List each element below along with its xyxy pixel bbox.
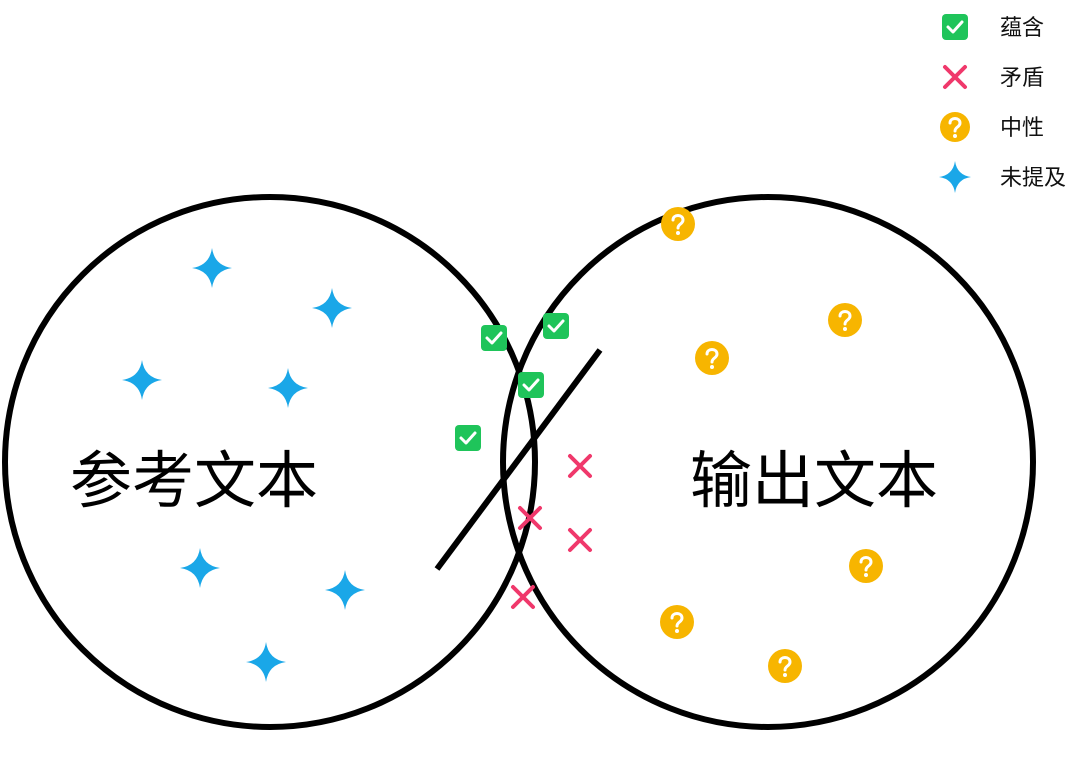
star-marker [268, 368, 308, 408]
check-marker [481, 325, 507, 351]
x-mark-icon [943, 65, 967, 89]
reference-text-label: 参考文本 [70, 444, 319, 517]
question-marker [828, 303, 862, 337]
question-marker [660, 605, 694, 639]
legend-item-neutral: 中性 [938, 106, 1078, 146]
star-marker [122, 360, 162, 400]
markers [122, 207, 883, 683]
check-marker [455, 425, 481, 451]
star-marker [246, 642, 286, 682]
check-square-icon [942, 14, 968, 40]
intersection-divider [434, 348, 603, 571]
four-point-star-icon [939, 161, 971, 193]
question-marker [768, 649, 802, 683]
question-marker [849, 549, 883, 583]
legend-label-not-mentioned: 未提及 [1000, 166, 1067, 191]
star-marker [180, 548, 220, 588]
output-text-label: 输出文本 [690, 444, 939, 517]
cross-marker [518, 506, 542, 530]
question-marker [661, 207, 695, 241]
legend-item-not-mentioned: 未提及 [938, 156, 1078, 196]
star-marker [325, 570, 365, 610]
question-marker [695, 341, 729, 375]
star-marker [192, 248, 232, 288]
reference-text-circle [2, 194, 538, 730]
check-marker [543, 313, 569, 339]
legend-item-contradiction: 矛盾 [938, 56, 1078, 96]
cross-marker [511, 585, 535, 609]
cross-marker [568, 454, 592, 478]
legend-label-entailment: 蕴含 [1000, 16, 1045, 41]
legend-label-contradiction: 矛盾 [1000, 66, 1045, 91]
cross-marker [568, 528, 592, 552]
output-text-circle [500, 194, 1036, 730]
legend-item-entailment: 蕴含 [938, 6, 1078, 46]
star-marker [312, 288, 352, 328]
legend-label-neutral: 中性 [1000, 116, 1045, 141]
check-marker [518, 372, 544, 398]
question-circle-icon [940, 112, 970, 142]
